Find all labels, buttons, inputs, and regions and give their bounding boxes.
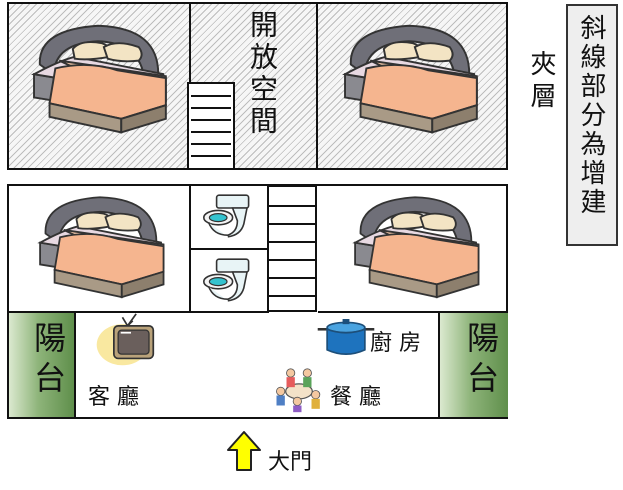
bathroom-lower [191,250,269,313]
cooking-pot-icon [316,315,376,359]
dining-room-label: 餐 廳 [330,385,381,410]
hatched-area-note: 斜線部分為增建 [576,14,606,217]
bathroom-upper [191,186,269,250]
living-room-label: 客 廳 [88,385,139,410]
bed-icon [25,190,175,308]
bed-icon [19,18,177,144]
balcony-right-label: 陽台 [462,321,500,401]
mezzanine-label: 夾層 [526,50,556,114]
first-floor-bedroom-right [318,186,506,313]
up-arrow-icon [227,431,261,471]
kitchen-label: 廚 房 [370,331,421,356]
bed-icon [330,18,488,144]
dining-table-icon [274,363,324,413]
mezzanine-floor-plan [7,2,508,170]
open-space-label: 開放空間 [246,10,279,138]
staircase-icon [268,186,317,312]
bed-icon [340,190,490,308]
toilet-icon [199,256,255,304]
legend-note-box: 斜線部分為增建 [566,4,618,246]
balcony-right: 陽台 [438,313,508,417]
first-floor-bedroom-left [9,186,191,313]
balcony-left: 陽台 [9,313,76,417]
first-floor-plan [7,184,508,419]
mezzanine-bedroom-left [9,4,191,168]
staircase-icon [187,82,235,170]
balcony-left-label: 陽台 [29,321,67,401]
main-door-label: 大門 [268,450,313,475]
tv-icon [96,307,166,367]
mezzanine-bedroom-right [318,4,506,168]
toilet-icon [199,192,255,240]
living-dining-area: 客 廳 廚 房 餐 廳 [76,313,438,417]
